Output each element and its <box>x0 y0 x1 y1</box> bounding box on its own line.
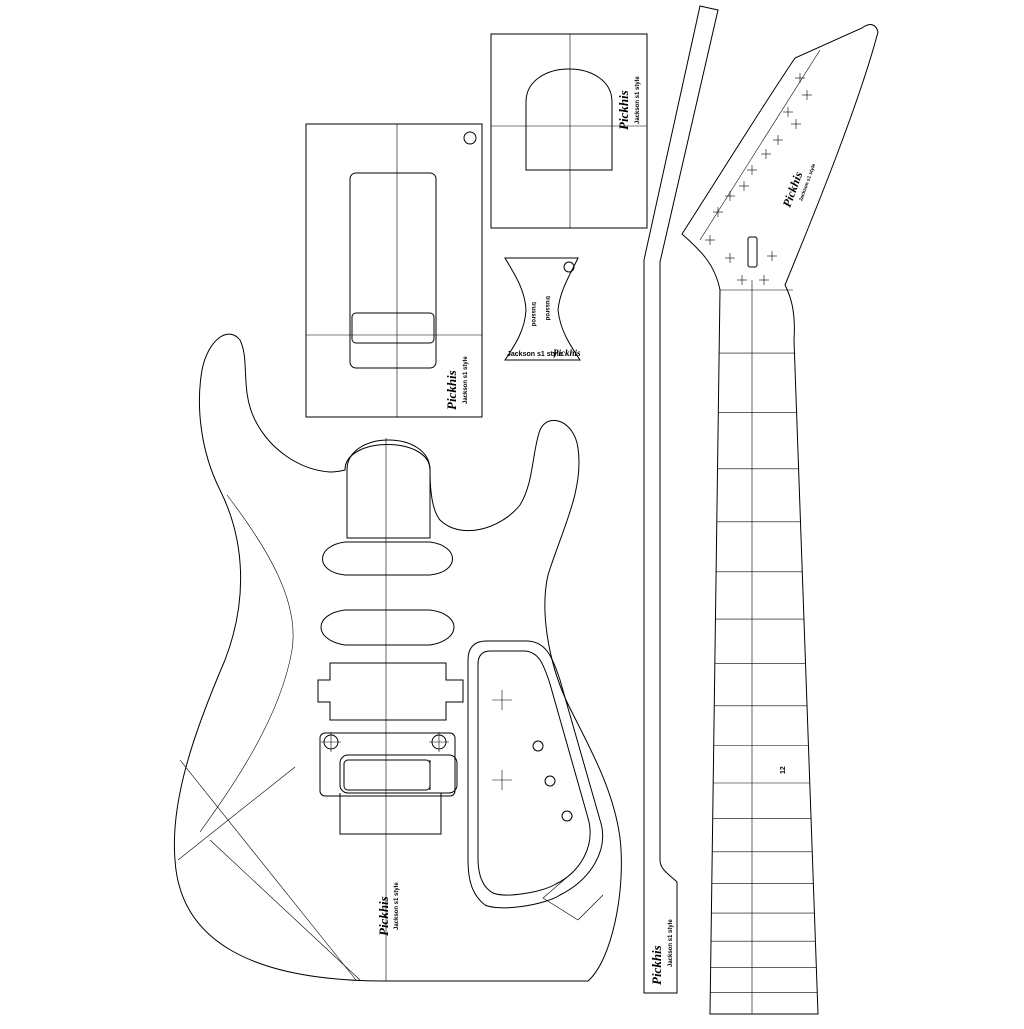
neck-profile-logo: Pickhis Jackson s1 style <box>649 919 674 985</box>
neck-pocket-template-logo: Pickhis Jackson s1 style <box>616 76 641 130</box>
trussrod-label-mirrored: trussrod <box>544 296 550 321</box>
neck-fretboard-template: 12 Pickhis Jackson s1 style <box>681 24 879 1015</box>
pickup-routing-template: Pickhis Jackson s1 style <box>305 123 483 418</box>
headstock-logo: Pickhis Jackson s1 style <box>780 163 818 209</box>
trussrod-template-brand-text: Pickhis <box>553 348 581 358</box>
truss-rod-access <box>747 236 758 268</box>
trussrod-template: trussrod trussrod Jackson s1 style Pickh… <box>504 257 581 361</box>
tuner-holes <box>705 73 812 285</box>
neck-profile-template: Pickhis Jackson s1 style <box>643 5 719 994</box>
trussrod-label: trussrod <box>530 302 536 327</box>
neck-profile-model-text: Jackson s1 style <box>668 919 674 967</box>
body-template: Pickhis Jackson s1 style <box>173 333 622 982</box>
pickup-template-brand-text: Pickhis <box>444 370 459 410</box>
pickup-template-model-text: Jackson s1 style <box>463 356 469 404</box>
pickup-route-middle <box>320 609 455 646</box>
pickup-route-neck <box>322 541 453 576</box>
fret-12-marker: 12 <box>780 766 787 774</box>
neck-pocket-template: Pickhis Jackson s1 style <box>490 33 648 229</box>
pickup-route-bridge <box>317 662 464 721</box>
neck-pocket-template-model-text: Jackson s1 style <box>635 76 641 124</box>
trussrod-template-model-text: Jackson s1 style <box>507 351 563 358</box>
fret-lines <box>710 352 818 994</box>
body-model-text: Jackson s1 style <box>394 882 400 930</box>
body-logo: Pickhis Jackson s1 style <box>376 882 400 936</box>
body-bevel-guides <box>177 494 361 981</box>
headstock-outline <box>681 24 879 1015</box>
control-cavity <box>467 640 604 921</box>
neck-pocket-template-brand-text: Pickhis <box>616 90 631 130</box>
neck-pocket <box>346 439 431 539</box>
tremolo-route <box>319 732 458 835</box>
neck-profile-brand-text: Pickhis <box>649 945 664 985</box>
body-outline <box>173 333 622 982</box>
pickup-template-logo: Pickhis Jackson s1 style <box>444 356 469 410</box>
body-brand-text: Pickhis <box>376 896 391 936</box>
